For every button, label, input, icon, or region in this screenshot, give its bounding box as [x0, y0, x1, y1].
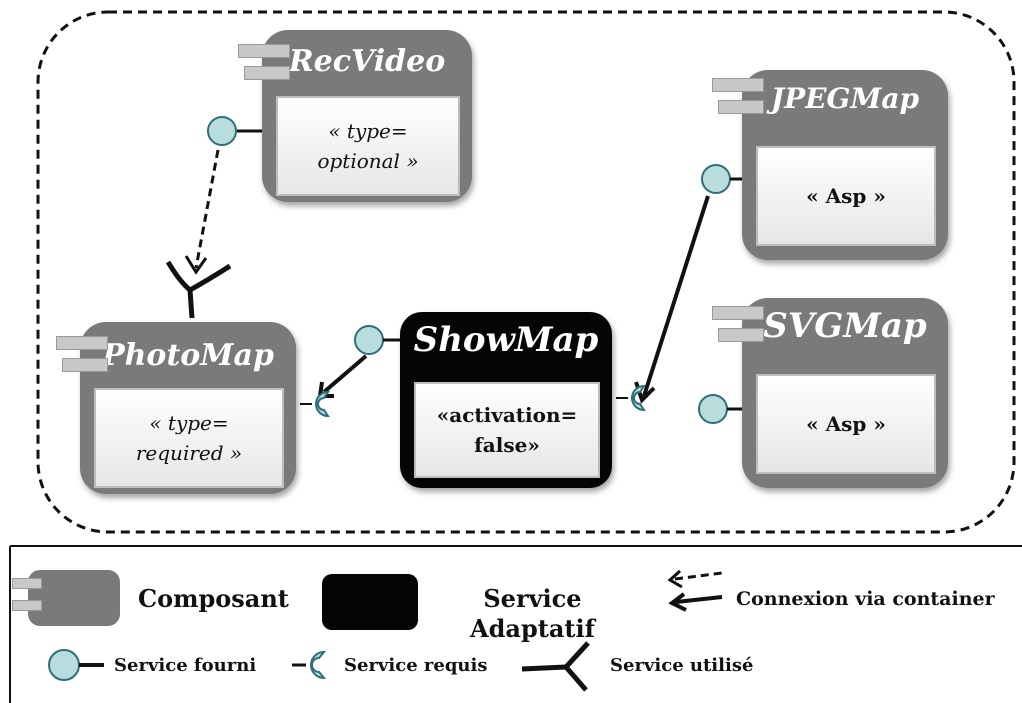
photomap-required-port [315, 390, 330, 418]
stereotype-line: optional » [317, 149, 419, 173]
component-jpegmap[interactable]: JPEGMap « Asp » [742, 70, 948, 260]
stereotype-line: «activation= [436, 403, 578, 427]
showmap-required-port [631, 384, 646, 412]
service-used-fork [165, 260, 232, 319]
stereotype-line: « type= [149, 411, 229, 435]
legend-adaptive-swatch [322, 574, 418, 630]
component-svgmap[interactable]: SVGMap « Asp » [742, 298, 948, 488]
legend-composant-label: Composant [138, 584, 289, 613]
container-connection-arrow [194, 149, 220, 269]
stereotype-line: required » [135, 441, 243, 465]
jpegmap-showmap-connection [642, 195, 710, 397]
component-title: ShowMap [413, 320, 599, 360]
component-tab-icon [712, 78, 764, 92]
recvideo-provided-port [207, 116, 237, 146]
stereotype-line: false» [474, 433, 540, 457]
svgmap-provided-port [698, 394, 728, 424]
component-showmap[interactable]: ShowMap «activation= false» [400, 312, 612, 488]
component-tab-icon [718, 100, 764, 114]
legend-service-requis-label: Service requis [344, 655, 488, 676]
component-stereotype-box: « type= optional » [276, 96, 460, 196]
jpegmap-provided-port [701, 164, 731, 194]
stereotype-line: « Asp » [806, 412, 886, 436]
stereotype-line: « type= [328, 119, 408, 143]
component-title: JPEGMap [770, 82, 920, 115]
showmap-provided-port [354, 325, 384, 355]
component-stereotype-box: « type= required » [94, 388, 284, 488]
component-photomap[interactable]: PhotoMap « type= required » [80, 322, 296, 494]
legend-connexion-label: Connexion via container [736, 588, 995, 610]
component-stereotype-box: « Asp » [756, 146, 936, 246]
legend-required-port [310, 650, 327, 680]
component-recvideo[interactable]: RecVideo « type= optional » [262, 30, 472, 202]
legend-tab-icon [12, 600, 42, 611]
container-boundary [36, 10, 1016, 534]
legend-service-adaptatif-line1: Service [483, 584, 582, 613]
legend-provided-port [48, 649, 80, 681]
component-stereotype-box: « Asp » [756, 374, 936, 474]
legend-service-utilise-label: Service utilisé [610, 655, 754, 676]
component-title: SVGMap [763, 306, 927, 346]
component-tab-icon [718, 328, 764, 342]
legend-service-adaptatif-line2: Adaptatif [470, 614, 595, 643]
legend-component-swatch [28, 570, 120, 626]
component-tab-icon [244, 66, 290, 80]
legend-service-adaptatif-label: Service Adaptatif [470, 584, 595, 644]
legend-service-fourni-label: Service fourni [114, 655, 257, 676]
component-stereotype-box: «activation= false» [414, 382, 600, 478]
component-tab-icon [62, 358, 108, 372]
legend-used-fork [521, 641, 590, 692]
showmap-photomap-connection [322, 354, 368, 394]
component-title: PhotoMap [102, 338, 274, 373]
component-title: RecVideo [288, 44, 446, 79]
stereotype-line: « Asp » [806, 184, 886, 208]
component-tab-icon [712, 306, 764, 320]
legend-tab-icon [12, 578, 42, 589]
component-tab-icon [56, 336, 108, 350]
component-tab-icon [238, 44, 290, 58]
